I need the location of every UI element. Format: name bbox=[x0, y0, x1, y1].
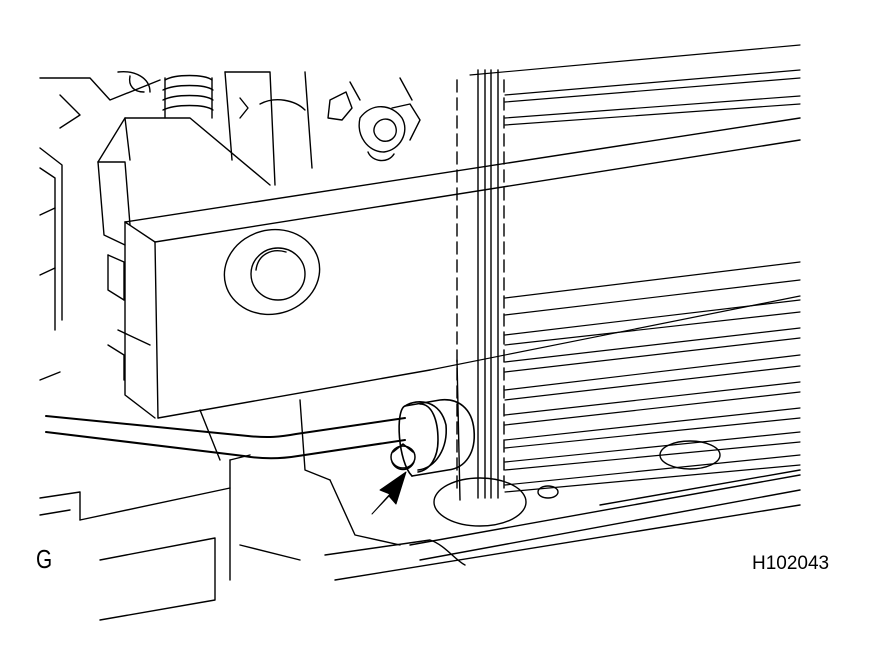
vertical-rod bbox=[457, 70, 504, 500]
coil-spring bbox=[163, 76, 213, 119]
arrow-icon bbox=[372, 472, 406, 514]
view-label: G bbox=[36, 544, 53, 574]
grommet-plug bbox=[215, 219, 329, 325]
base-plate bbox=[240, 441, 800, 580]
figure-id: H102043 bbox=[752, 553, 830, 574]
clamp-bolt bbox=[391, 444, 415, 470]
radiator-core bbox=[430, 45, 800, 492]
top-fastener bbox=[328, 78, 420, 161]
fluid-line bbox=[46, 416, 405, 458]
pipe-clamp bbox=[399, 400, 474, 476]
bracket-block bbox=[98, 118, 270, 380]
background-frame bbox=[40, 72, 312, 380]
